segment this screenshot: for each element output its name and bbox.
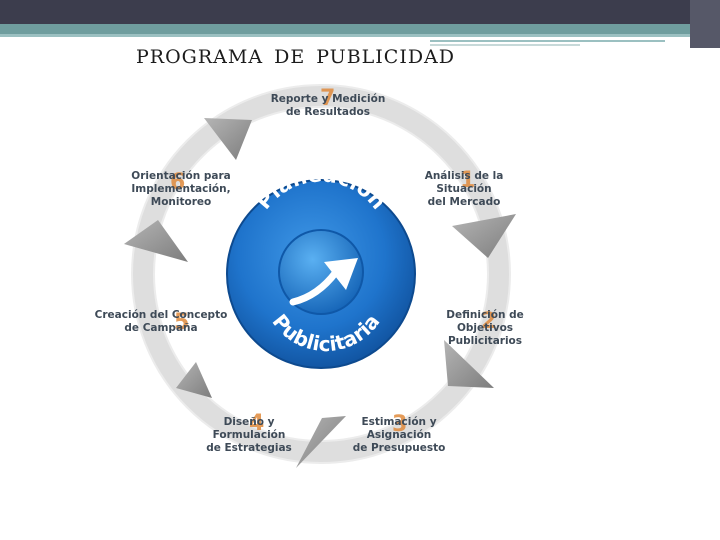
step-number-5: 5: [174, 310, 190, 335]
cycle-arrow: [444, 340, 494, 388]
cycle-arrow: [296, 416, 346, 468]
step-number-4: 4: [249, 411, 265, 436]
step-number-7: 7: [320, 86, 336, 111]
accent-bar: [0, 24, 690, 34]
cycle-ring: [132, 85, 510, 463]
step-number-2: 2: [481, 309, 497, 334]
step-label-5: Creación del Concepto de Campaña: [94, 309, 228, 334]
step-number-6: 6: [170, 170, 186, 195]
cycle-arrow: [176, 362, 212, 398]
title-bar-accent: [690, 0, 720, 48]
step-label-3: Estimación y Asignación de Presupuesto: [352, 416, 446, 454]
trend-up-arrow-icon: [289, 258, 358, 306]
cycle-arrow: [124, 220, 188, 262]
cycle-arrow: [204, 118, 252, 160]
decorative-line: [430, 40, 665, 42]
decorative-line: [430, 44, 580, 46]
step-label-7: Reporte y Medición de Resultados: [270, 93, 386, 118]
title-bar: [0, 0, 720, 24]
accent-bar-light: [0, 34, 690, 37]
step-label-2: Definición de Objetivos Publicitarios: [446, 309, 524, 347]
step-label-1: Análisis de la Situación del Mercado: [424, 170, 504, 208]
step-number-3: 3: [392, 412, 408, 437]
slide-title: PROGRAMA DE PUBLICIDAD: [136, 46, 456, 68]
step-number-1: 1: [460, 168, 476, 193]
step-label-4: Diseño y Formulación de Estrategias: [206, 416, 292, 454]
step-label-6: Orientación para Implementación, Monitor…: [131, 170, 231, 208]
center-inner-circle: [278, 229, 364, 315]
cycle-arrow: [452, 214, 516, 258]
